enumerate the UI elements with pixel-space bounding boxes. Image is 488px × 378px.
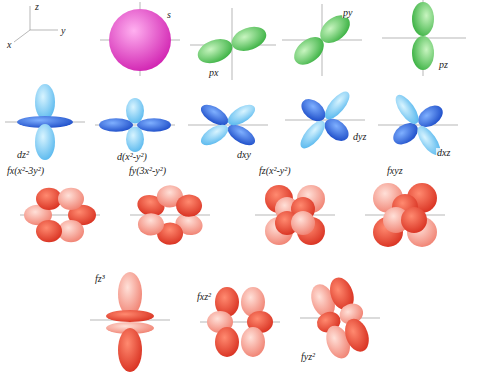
axis-label: y <box>60 26 66 36</box>
axis-label: z <box>34 2 40 12</box>
orbital-label: fx(x²-3y²) <box>6 166 45 176</box>
orbital-label: dxz <box>436 148 451 158</box>
orbital-label: fz³ <box>94 274 106 284</box>
orbital-label: d(x²-y²) <box>116 152 148 162</box>
orbital-label: px <box>208 68 219 78</box>
axis-label: x <box>6 40 12 50</box>
orbital-label: fy(3x²-y²) <box>128 166 167 176</box>
orbital-label: py <box>342 8 353 18</box>
orbital-label: pz <box>438 60 449 70</box>
orbital-label: fz(x²-y²) <box>258 166 292 176</box>
orbital-label: fxyz <box>386 166 404 176</box>
orbital-label: fyz² <box>300 352 316 362</box>
orbital-label: s <box>166 10 172 20</box>
orbital-label: dxy <box>236 150 252 160</box>
orbital-label: dz² <box>16 150 30 160</box>
orbital-label: fxz² <box>196 292 212 302</box>
orbital-label: dyz <box>352 132 367 142</box>
